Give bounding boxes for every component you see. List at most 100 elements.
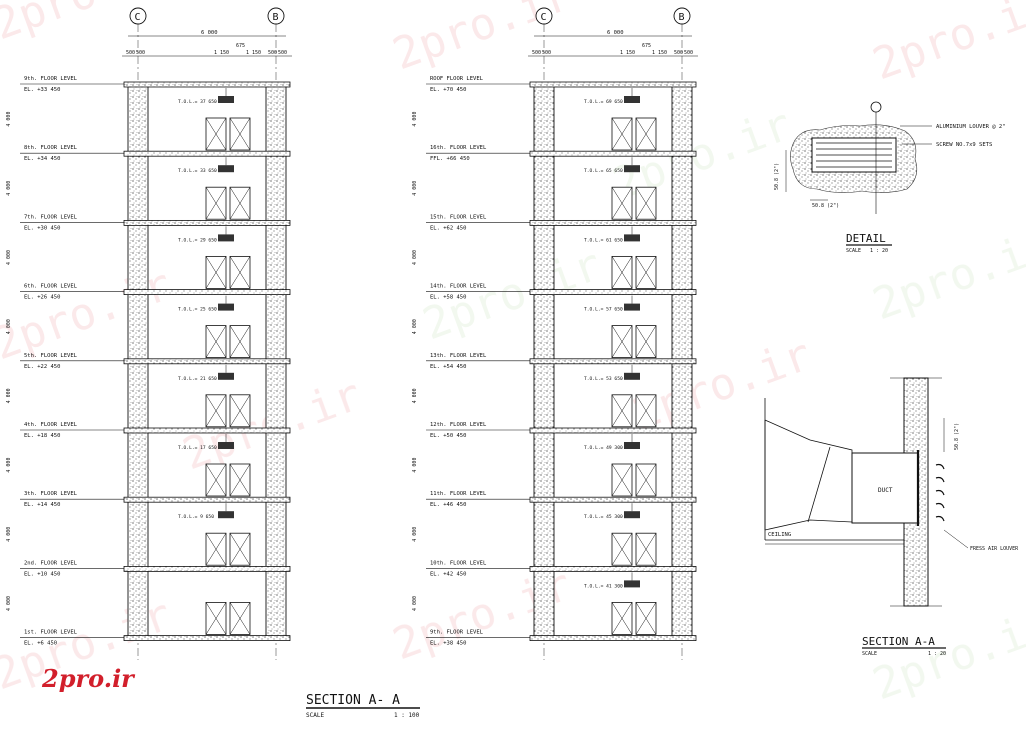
floor-height-dim: 4 000 [6, 319, 12, 334]
dim-text: 1 150 [214, 50, 229, 56]
level-elevation: EL. +33 450 [24, 87, 60, 93]
louver-tag: T.O.L.= 37 650 [178, 99, 217, 105]
watermark-text: 2pro.ir [866, 0, 1026, 90]
louver-box [624, 580, 640, 588]
floor-height-dim: 4 000 [412, 112, 418, 127]
floor-height-dim: 4 000 [412, 458, 418, 473]
floor-height-dim: 4 000 [6, 458, 12, 473]
level-elevation: EL. +58 450 [430, 295, 466, 301]
level-elevation: EL. +54 450 [430, 364, 466, 370]
louver-box [624, 442, 640, 449]
duct-section-detail: DUCT CEILING 50.8 (2") FRESS AIR LOUVER … [764, 377, 1019, 657]
louver-box [624, 303, 640, 311]
duct [851, 452, 919, 524]
grid-label: C [541, 12, 547, 23]
louver-tag: T.O.L.= 41 300 [584, 583, 623, 589]
section-title: SECTION A-A [862, 635, 935, 648]
level-elevation: EL. +18 450 [24, 433, 60, 439]
floor-slab [123, 566, 291, 572]
louver-box [624, 234, 640, 242]
dim-text: 500 [278, 50, 287, 56]
dim-text: 1 150 [620, 50, 635, 56]
floor-height-dim: 4 000 [6, 181, 12, 196]
level-elevation: EL. +62 450 [430, 225, 466, 231]
scale-label: SCALE [862, 651, 877, 657]
grid-bubble [267, 7, 285, 25]
floor-slab [123, 289, 291, 296]
watermark-text: 2pro.ir [0, 0, 178, 50]
level-name: 3th. FLOOR LEVEL [24, 491, 78, 497]
level-elevation: EL. +42 450 [430, 571, 466, 577]
scale-label: SCALE [306, 712, 324, 719]
louver-box [624, 372, 640, 380]
louver-tag: T.O.L.= 33 650 [178, 168, 217, 174]
louver-box [218, 303, 234, 311]
louver-box [624, 511, 640, 519]
dim-text: 500 [136, 50, 145, 56]
detail-title: DETAIL [846, 232, 886, 245]
level-name: 2nd. FLOOR LEVEL [24, 560, 78, 566]
section-left-title: SECTION A- A SCALE 1 : 100 [306, 693, 420, 719]
dim-text: 500 [532, 50, 541, 56]
level-elevation: EL. +34 450 [24, 156, 60, 162]
dim-text: 1 150 [246, 50, 261, 56]
level-name: 13th. FLOOR LEVEL [430, 353, 487, 359]
level-name: 7th. FLOOR LEVEL [24, 214, 78, 220]
level-name: 9th. FLOOR LEVEL [430, 630, 484, 636]
level-name: 4th. FLOOR LEVEL [24, 422, 78, 428]
scale-value: 1 : 100 [394, 712, 420, 719]
scale-value: 1 : 20 [870, 248, 888, 254]
grid-label: B [679, 12, 685, 23]
scale-value: 1 : 20 [928, 651, 946, 657]
louver-tag: T.O.L.= 69 650 [584, 99, 623, 105]
floor-slab [123, 635, 291, 641]
level-elevation: EL. +46 450 [430, 502, 466, 508]
floor-height-dim: 4 000 [412, 527, 418, 542]
floor-height-dim: 4 000 [412, 250, 418, 265]
dim-text: 675 [236, 43, 245, 49]
louver-tag: T.O.L.= 29 650 [178, 237, 217, 243]
grid-bubble [129, 7, 147, 25]
louver-tag: T.O.L.= 49 300 [584, 445, 623, 451]
level-elevation: EL. +22 450 [24, 364, 60, 370]
dim-text: 500 [268, 50, 277, 56]
ceiling-label: CEILING [768, 532, 791, 538]
level-name: 10th. FLOOR LEVEL [430, 560, 487, 566]
floor-height-dim: 4 000 [412, 388, 418, 403]
floor-slab [529, 150, 697, 157]
floor-slab [123, 150, 291, 157]
floor-slab [123, 81, 291, 88]
floor-slab [123, 358, 291, 365]
level-elevation: EL. +70 450 [430, 87, 466, 93]
level-name: 15th. FLOOR LEVEL [430, 214, 487, 220]
dim-text: 500 [674, 50, 683, 56]
level-elevation: EL. +26 450 [24, 295, 60, 301]
section-mark [870, 101, 882, 113]
floor-height-dim: 4 000 [412, 596, 418, 611]
dim-text: 1 150 [652, 50, 667, 56]
louver-tag: T.O.L.= 25 650 [178, 307, 217, 313]
floor-slab [529, 496, 697, 503]
louver-box [218, 165, 234, 173]
floor-slab [529, 635, 697, 641]
level-elevation: FFL. +66 450 [430, 156, 470, 162]
louver-tag: T.O.L.= 53 650 [584, 376, 623, 382]
floor-slab [529, 289, 697, 296]
level-elevation: EL. +10 450 [24, 571, 60, 577]
watermark-text: 2pro.ir [866, 219, 1026, 330]
dim-text: 500 [542, 50, 551, 56]
level-name: 9th. FLOOR LEVEL [24, 76, 78, 82]
grid-bubble [535, 7, 553, 25]
level-name: 5th. FLOOR LEVEL [24, 353, 78, 359]
louver-box [218, 511, 234, 519]
floor-height-dim: 4 000 [412, 319, 418, 334]
scale-label: SCALE [846, 248, 861, 254]
grid-label: C [135, 12, 141, 23]
level-name: 1st. FLOOR LEVEL [24, 630, 78, 636]
floor-height-dim: 4 000 [6, 527, 12, 542]
section-title: SECTION A- A [306, 693, 400, 708]
level-elevation: EL. +50 450 [430, 433, 466, 439]
louver-box [218, 96, 234, 103]
